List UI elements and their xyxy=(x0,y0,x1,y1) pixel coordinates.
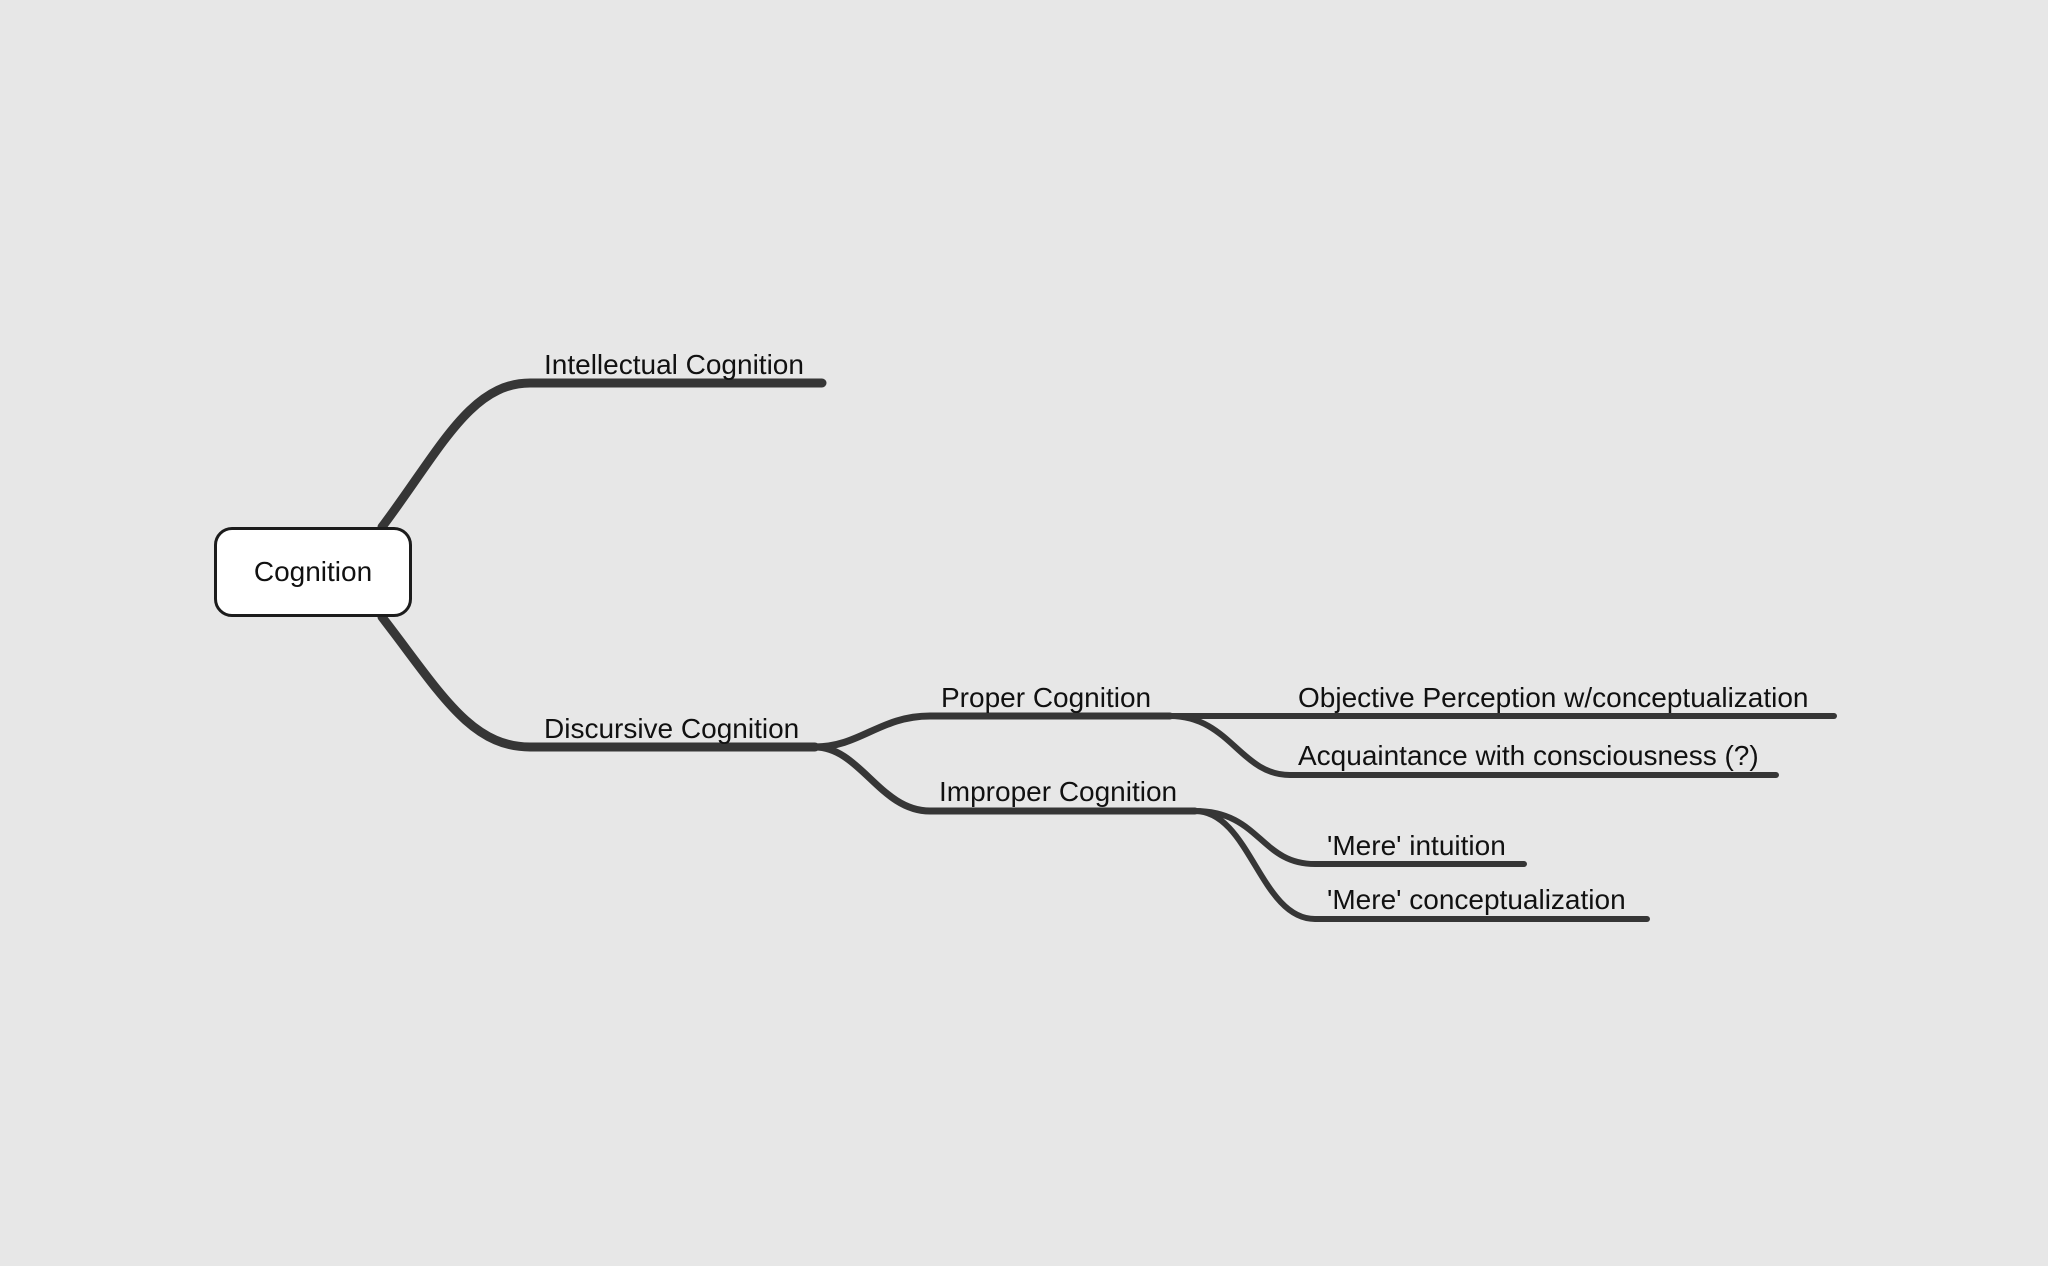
root-node-label: Cognition xyxy=(253,556,373,587)
link-root-intellectual xyxy=(377,378,827,532)
node-acquaintance-with-consciousness[interactable]: Acquaintance with consciousness (?) xyxy=(1298,740,1759,771)
node-mere-conceptualization[interactable]: 'Mere' conceptualization xyxy=(1327,884,1626,915)
node-mere-intuition[interactable]: 'Mere' intuition xyxy=(1327,830,1506,861)
node-intellectual-cognition[interactable]: Intellectual Cognition xyxy=(544,349,804,380)
link-improper-mere-intuition xyxy=(1192,808,1527,867)
link-improper-mere-conceptualization xyxy=(1192,808,1650,922)
node-discursive-cognition[interactable]: Discursive Cognition xyxy=(544,713,800,744)
link-proper-acquaintance xyxy=(1167,713,1779,778)
root-node[interactable]: Cognition xyxy=(214,527,412,617)
node-objective-perception[interactable]: Objective Perception w/conceptualization xyxy=(1298,682,1809,713)
link-root-discursive xyxy=(377,612,820,752)
node-improper-cognition[interactable]: Improper Cognition xyxy=(939,776,1178,807)
node-proper-cognition[interactable]: Proper Cognition xyxy=(941,682,1152,713)
link-discursive-improper xyxy=(811,743,1199,815)
link-discursive-proper xyxy=(811,712,1174,751)
